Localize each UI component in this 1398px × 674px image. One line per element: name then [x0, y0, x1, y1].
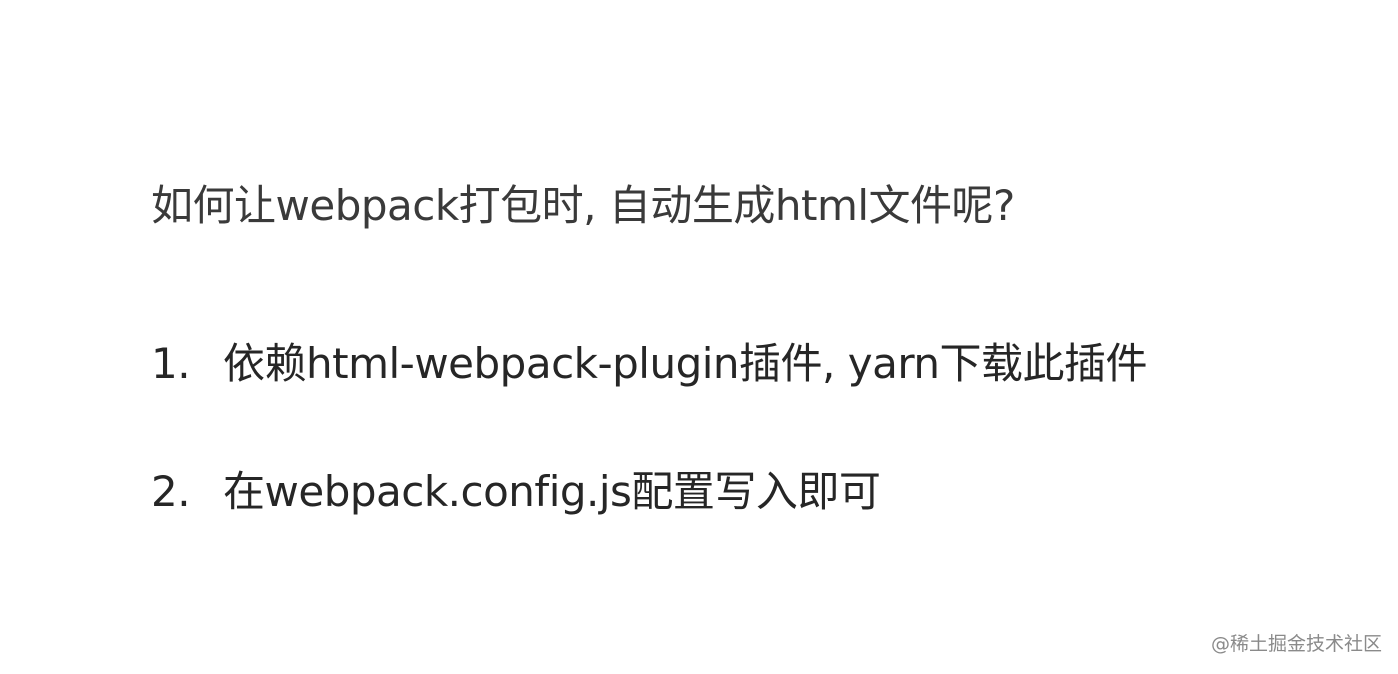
list-item: 1. 依赖html-webpack-plugin插件, yarn下载此插件 [151, 332, 1147, 396]
step-text: 依赖html-webpack-plugin插件, yarn下载此插件 [223, 339, 1147, 388]
watermark: @稀土掘金技术社区 [1210, 633, 1382, 655]
steps-list: 1. 依赖html-webpack-plugin插件, yarn下载此插件 2. 在… [151, 332, 1147, 588]
step-number: 1. [151, 339, 191, 388]
list-item: 2. 在webpack.config.js配置写入即可 [151, 460, 1147, 524]
step-number: 2. [151, 467, 191, 516]
slide-title: 如何让webpack打包时, 自动生成html文件呢? [151, 181, 1015, 230]
step-text: 在webpack.config.js配置写入即可 [223, 467, 881, 516]
